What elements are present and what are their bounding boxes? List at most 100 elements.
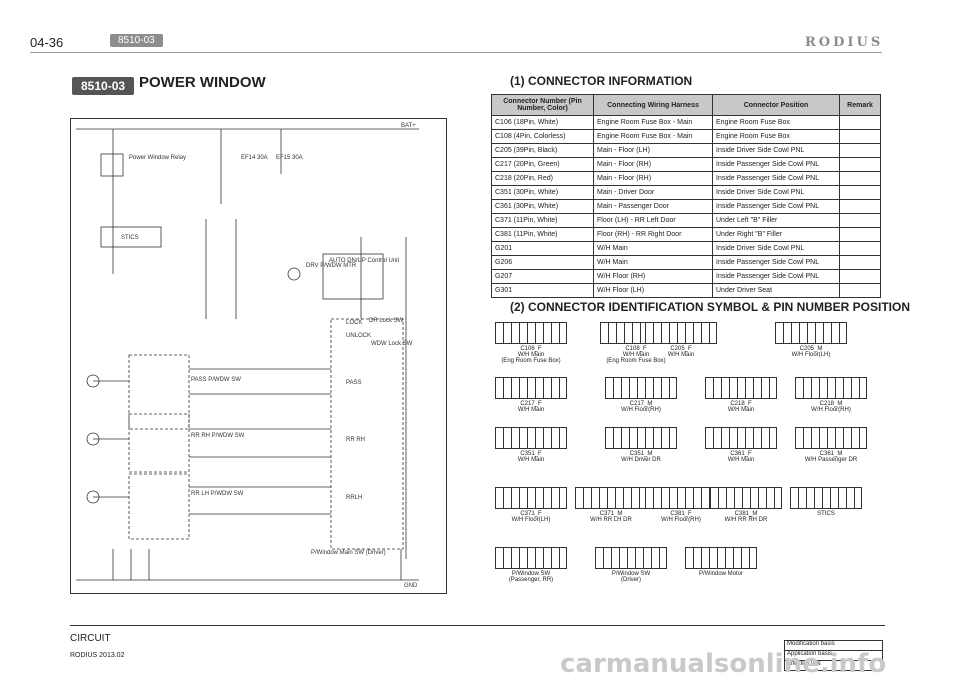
app-basis: Application basis [785, 651, 882, 661]
connector-name: C205_F [670, 346, 692, 352]
table-cell: C381 (11Pin, White) [491, 227, 594, 242]
connector-name: C217_F [520, 401, 542, 407]
pin-grid [495, 547, 567, 569]
connector-name: C106_F [520, 346, 542, 352]
section-title: POWER WINDOW [139, 74, 266, 91]
rr-rh-label: RR RH [346, 437, 365, 443]
auto-unit-label: AUTO DN/UP Control Unit [329, 258, 399, 264]
connector-pin-block: P/Window Motor [681, 547, 761, 577]
mod-basis: Modification basis [785, 641, 882, 651]
section-code-badge: 8510-03 [110, 34, 163, 47]
connector-loc: (Eng Room Fuse Box) [606, 358, 666, 364]
table-cell: C217 (20Pin, Green) [491, 157, 594, 172]
footer-circuit: CIRCUIT [70, 633, 111, 644]
connector-sub: W/H Main [517, 352, 545, 358]
table-cell: Inside Driver Side Cowl PNL [712, 241, 840, 256]
stics-label: STICS [121, 235, 139, 241]
table-cell [839, 241, 881, 256]
table-cell: G301 [491, 283, 594, 298]
rrrh-switch-label: RR RH P/WDW SW [191, 433, 245, 439]
table-cell: Inside Driver Side Cowl PNL [712, 185, 840, 200]
wdw-lock-label: WDW Lock SW [371, 341, 413, 347]
table-cell: Inside Passenger Side Cowl PNL [712, 171, 840, 186]
watermark: carmanualsonline.info [560, 649, 887, 679]
table-cell [839, 115, 881, 130]
table-cell: Main - Floor (LH) [593, 143, 713, 158]
table-row: C217 (20Pin, Green)Main - Floor (RH)Insi… [491, 157, 881, 172]
connector-name: P/Window SW [511, 571, 551, 577]
dr-lock-label: DR Lock SW [369, 318, 404, 324]
unlock-label: UNLOCK [346, 333, 371, 339]
table-cell: Inside Driver Side Cowl PNL [712, 143, 840, 158]
table-cell: W/H Main [593, 255, 713, 270]
pin-grid [645, 322, 717, 344]
table-cell [839, 129, 881, 144]
drv-motor-label: DRV P/WDW MTR [306, 263, 357, 269]
col-position: Connector Position [712, 94, 840, 116]
connector-pin-block: P/Window SW(Passenger, RR) [491, 547, 571, 583]
table-row: C108 (4Pin, Colorless)Engine Room Fuse B… [491, 129, 881, 144]
pin-grid [685, 547, 757, 569]
table-cell: C106 (18Pin, White) [491, 115, 594, 130]
table-cell: Under Left "B" Filler [712, 213, 840, 228]
connector-sub: W/H Main [667, 352, 695, 358]
lock-label: LOCK [346, 320, 362, 326]
connector-loc: (Eng Room Fuse Box) [501, 358, 561, 364]
connector-name: C361_M [819, 451, 843, 457]
table-cell: Engine Room Fuse Box [712, 115, 840, 130]
table-cell: Floor (LH) - RR Left Door [593, 213, 713, 228]
table-row: C218 (20Pin, Red)Main - Floor (RH)Inside… [491, 171, 881, 186]
pin-grid [710, 487, 782, 509]
pin-grid [495, 487, 567, 509]
footer-divider [70, 625, 885, 626]
brand-logo: RODIUS [805, 35, 884, 50]
table-cell: C371 (11Pin, White) [491, 213, 594, 228]
table-cell: C361 (30Pin, White) [491, 199, 594, 214]
pin-grid [705, 427, 777, 449]
pin-grid [795, 427, 867, 449]
table-cell [839, 157, 881, 172]
connector-sub: W/H Main [622, 352, 650, 358]
pin-grid [790, 487, 862, 509]
table-row: C205 (39Pin, Black)Main - Floor (LH)Insi… [491, 143, 881, 158]
table-row: C361 (30Pin, White)Main - Passenger Door… [491, 199, 881, 214]
pin-section-title: (2) CONNECTOR IDENTIFICATION SYMBOL & PI… [510, 300, 911, 314]
connector-sub: W/H RR LH DR [590, 517, 632, 523]
pass-switch-label: PASS P/WDW SW [191, 377, 241, 383]
connector-sub: W/H Floor(RH) [621, 407, 661, 413]
table-cell: Main - Floor (RH) [593, 157, 713, 172]
table-cell [839, 213, 881, 228]
pin-grid [495, 427, 567, 449]
connector-name: C218_M [819, 401, 843, 407]
col-connector: Connector Number (Pin Number, Color) [491, 94, 594, 116]
table-row: C106 (18Pin, White)Engine Room Fuse Box … [491, 115, 881, 130]
table-cell: G207 [491, 269, 594, 284]
connector-sub: W/H Driver DR [621, 457, 661, 463]
table-cell: Inside Passenger Side Cowl PNL [712, 269, 840, 284]
gnd-label: GND [404, 583, 418, 589]
pin-grid [605, 377, 677, 399]
table-cell [839, 227, 881, 242]
connector-sub: W/H Main [517, 457, 545, 463]
main-switch-label: P/Window Main SW (Driver) [311, 550, 386, 556]
pin-grid [705, 377, 777, 399]
table-row: C371 (11Pin, White)Floor (LH) - RR Left … [491, 213, 881, 228]
pin-grid [495, 322, 567, 344]
table-cell [839, 185, 881, 200]
table-cell [839, 283, 881, 298]
connector-name: P/Window Motor [698, 571, 743, 577]
connector-pin-block: P/Window SW(Driver) [591, 547, 671, 583]
page-number: 04-36 [30, 35, 64, 50]
table-cell: G201 [491, 241, 594, 256]
connector-name: C217_M [629, 401, 653, 407]
